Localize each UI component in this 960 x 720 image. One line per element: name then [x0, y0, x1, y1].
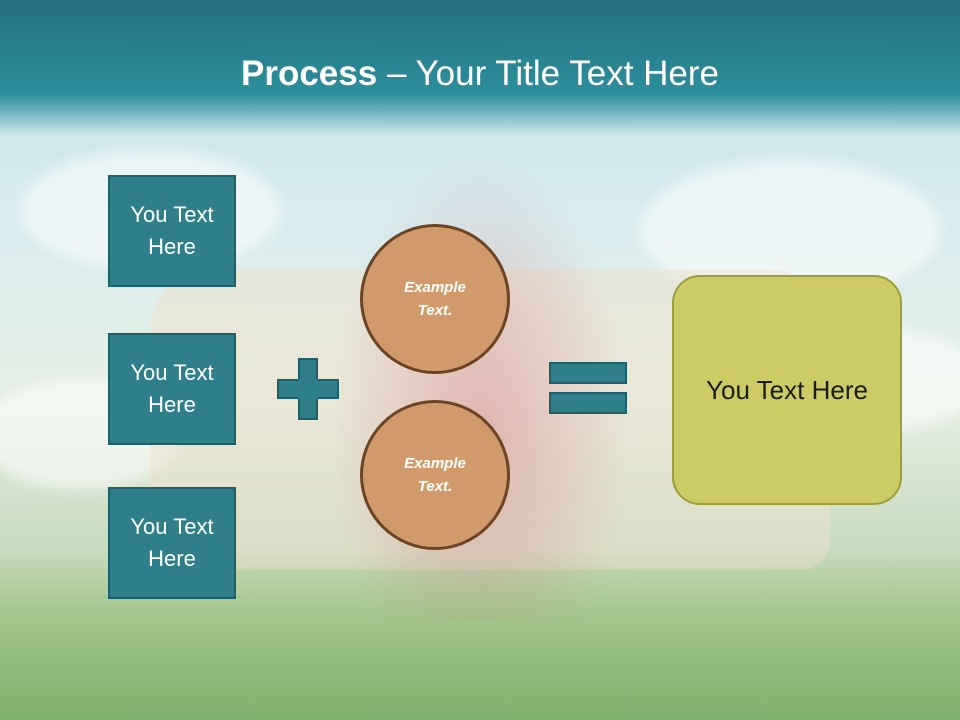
title-bold: Process	[241, 54, 378, 93]
text-box-2[interactable]: You Text Here	[108, 333, 236, 445]
text-box-1[interactable]: You Text Here	[108, 175, 236, 287]
slide-title[interactable]: Process – Your Title Text Here	[0, 52, 960, 96]
plus-icon[interactable]	[277, 358, 339, 420]
equals-bar-bottom	[549, 392, 627, 414]
background-figure	[330, 150, 630, 620]
circle-label: Example Text.	[404, 279, 466, 319]
equals-bar-top	[549, 362, 627, 384]
result-label: You Text Here	[706, 375, 868, 405]
circle-label: Example Text.	[404, 455, 466, 495]
text-box-label: You Text Here	[130, 202, 214, 259]
text-box-label: You Text Here	[130, 514, 214, 571]
example-circle-1[interactable]: Example Text.	[360, 224, 510, 374]
header-band	[0, 0, 960, 135]
result-box[interactable]: You Text Here	[672, 275, 902, 505]
text-box-3[interactable]: You Text Here	[108, 487, 236, 599]
example-circle-2[interactable]: Example Text.	[360, 400, 510, 550]
title-rest: – Your Title Text Here	[377, 54, 719, 93]
text-box-label: You Text Here	[130, 360, 214, 417]
